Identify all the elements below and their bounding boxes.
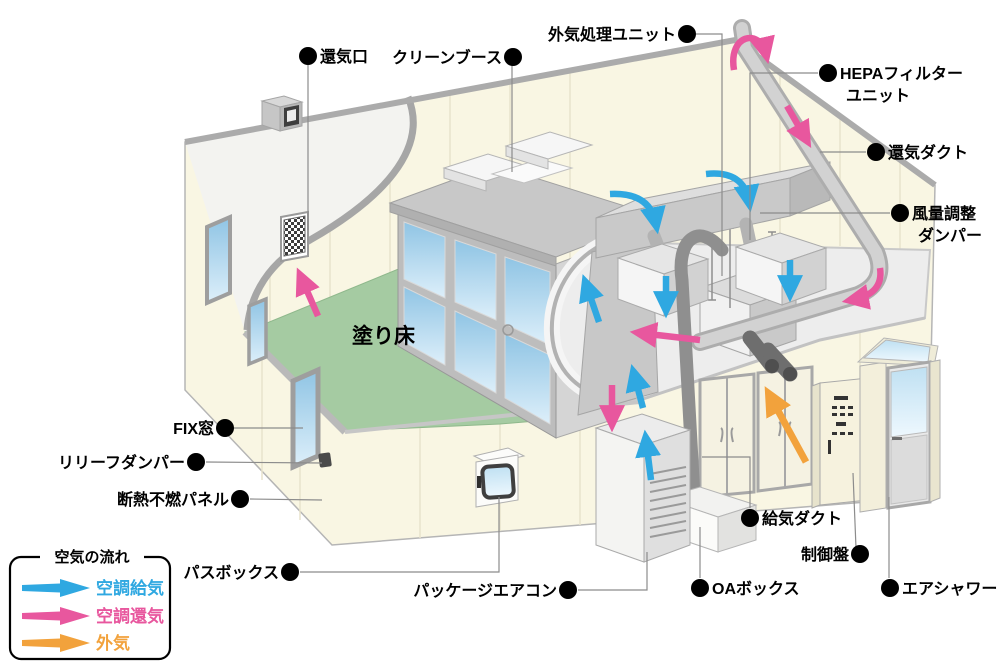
airflow-legend: 空気の流れ 空調給気 空調還気 外気 [8,548,172,661]
ac-louver-grille [649,466,687,538]
label-package-aircon: パッケージエアコン [413,582,557,600]
labels: 還気口 クリーンブース 外気処理ユニット HEPAフィルター ユニット 還気ダク… [58,25,997,600]
legend-label-supply: 空調給気 [96,578,164,598]
booth-glass-panels [403,221,551,425]
oa-intake-cylinders [742,330,798,382]
legend-label-outside: 外気 [96,633,130,653]
label-air-shower: エアシャワー [902,581,997,598]
label-clean-booth: クリーンブース [392,48,502,67]
booth-roof-ffu-units [442,131,594,192]
bullet-volume-damper [891,204,909,222]
label-hepa-line1: HEPAフィルター [840,65,963,83]
label-return-grille: 還気口 [320,47,368,66]
bullet-relief-damper [187,453,205,471]
bullet-return-grille [299,47,317,65]
bullet-fix-window [216,419,234,437]
rooftop-vent-box [260,95,304,132]
bullet-insulated-panel [231,490,249,508]
label-outside-air-unit: 外気処理ユニット [547,25,676,44]
label-relief-damper: リリーフダンパー [58,453,185,472]
legend-arrow-outside [22,634,90,652]
package-aircon [594,413,692,563]
pass-box-device [472,447,526,508]
bullet-air-shower [881,579,899,597]
outside-air-arrow [764,386,810,464]
roof-cut-edge [243,95,417,331]
legend-label-return: 空調還気 [96,606,164,626]
label-fix-window: FIX窓 [173,419,214,438]
fix-window [290,366,321,471]
label-volume-damper-line2: ダンパー [918,226,982,245]
bullet-control-panel [851,545,869,563]
leader-lines [205,33,890,591]
bullet-supply-duct [741,509,759,527]
legend-arrow-supply [22,579,90,597]
label-return-duct: 還気ダクト [888,143,968,162]
bullet-package-aircon [559,581,577,599]
label-coated-floor: 塗り床 [352,324,415,348]
bullet-pass-box [281,563,299,581]
label-oa-box: OAボックス [712,580,800,598]
bullet-outside-air-unit [678,25,696,43]
legend-title: 空気の流れ [54,548,129,566]
bullet-return-duct [867,143,885,161]
air-shower-booth [856,337,941,513]
bullet-oa-box [691,579,709,597]
bullet-hepa [819,64,837,82]
label-volume-damper-line1: 風量調整 [912,204,976,223]
label-insulated-panel: 断熱不燃パネル [117,490,229,509]
legend-arrow-return [22,607,90,625]
return-air-grille [280,210,309,263]
relief-damper-device [318,452,332,468]
label-control-panel: 制御盤 [801,545,850,564]
control-panel-cabinet [811,377,869,509]
airflow-arrows [295,34,884,481]
label-supply-duct: 給気ダクト [762,509,842,528]
label-hepa-line2: ユニット [846,88,910,105]
left-wall-windows [205,213,332,471]
return-air-arrows [295,34,884,433]
supply-air-arrows [579,170,803,481]
supply-pipe [674,229,729,504]
bullet-clean-booth [504,48,522,66]
label-pass-box: パスボックス [183,564,279,582]
